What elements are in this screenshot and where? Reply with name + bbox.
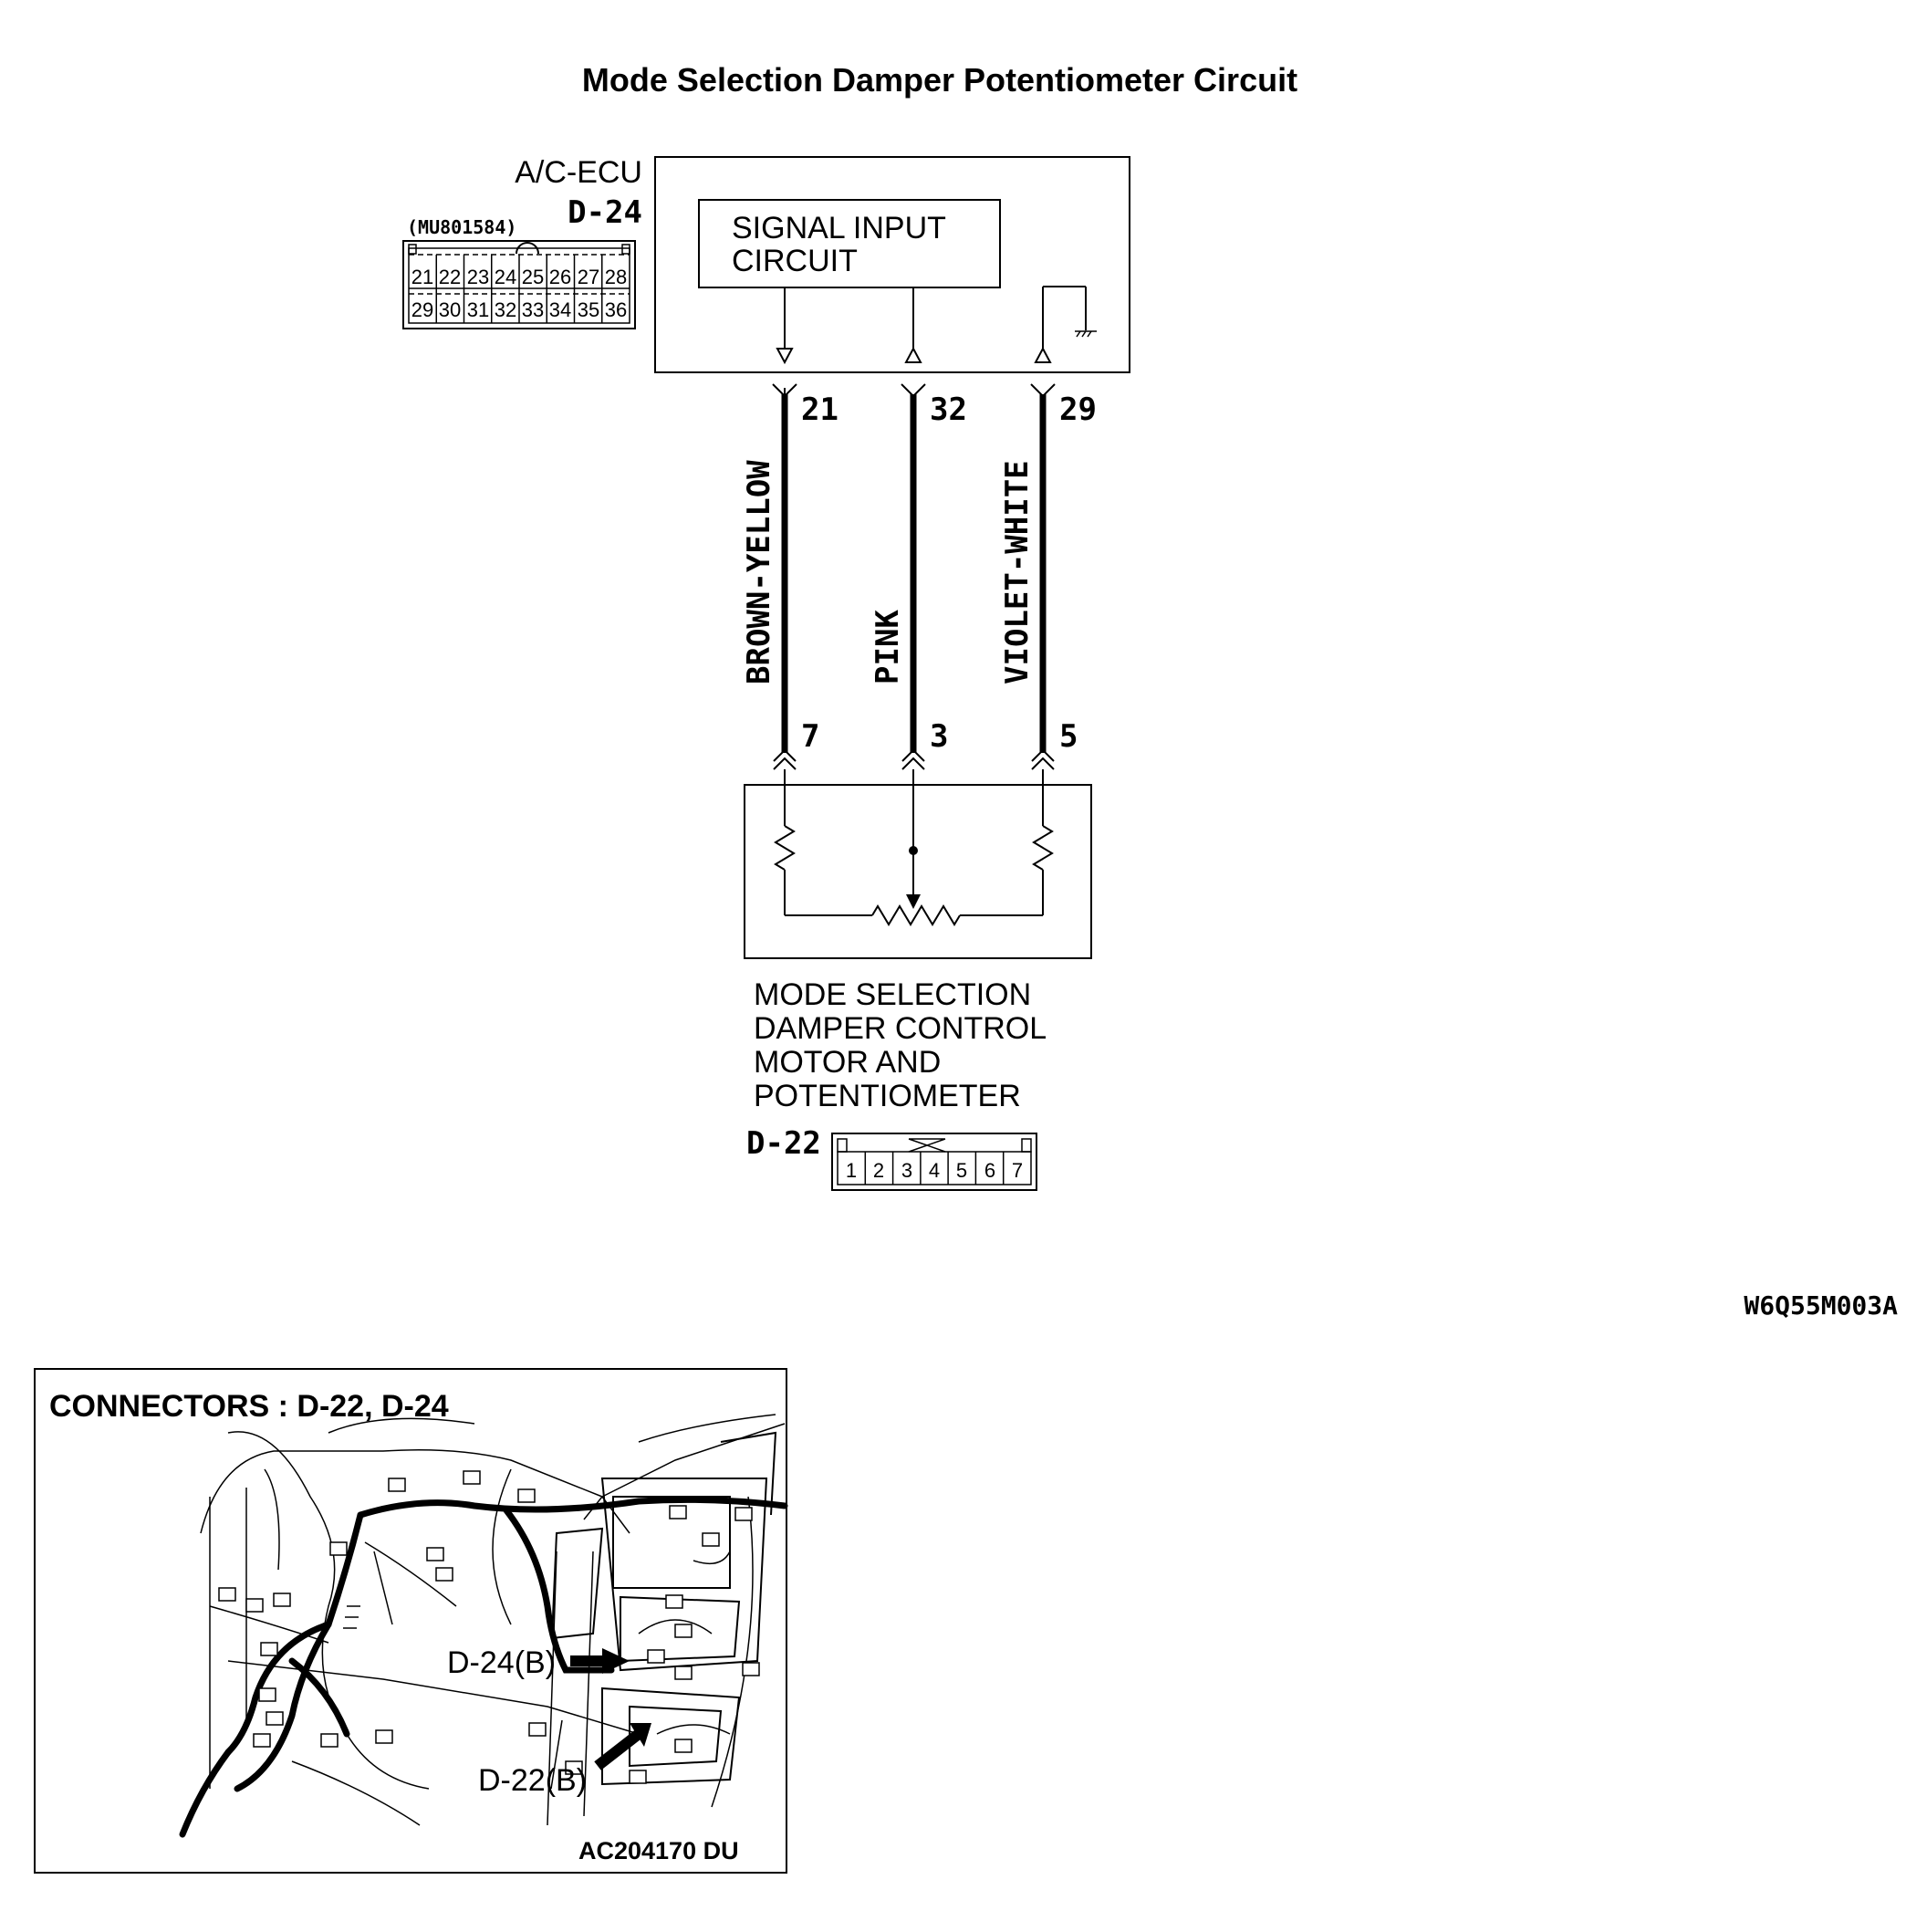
device-pin: 1 <box>846 1159 857 1182</box>
panel-code: AC204170 DU <box>578 1837 739 1864</box>
ecu-pin: 34 <box>549 298 571 321</box>
ecu-pin: 33 <box>522 298 544 321</box>
ecu-pin: 31 <box>467 298 489 321</box>
ecu-pin: 36 <box>605 298 627 321</box>
device-connector-face: 1 2 3 4 5 6 7 <box>831 1133 1037 1191</box>
device-label-line: MODE SELECTION <box>754 977 1031 1012</box>
ecu-box <box>654 156 1130 373</box>
wire-device-pin: 5 <box>1059 718 1078 755</box>
connectors-panel-title: CONNECTORS : D-22, D-24 <box>49 1389 449 1424</box>
ecu-name: A/C-ECU <box>515 155 642 190</box>
ecu-pin: 29 <box>411 298 433 321</box>
ecu-pin: 25 <box>522 266 544 288</box>
potentiometer-box <box>744 784 1092 959</box>
ecu-pin: 26 <box>549 266 571 288</box>
device-pin: 7 <box>1012 1159 1023 1182</box>
ecu-pin: 30 <box>439 298 461 321</box>
ecu-pin: 24 <box>495 266 516 288</box>
wire-color-label: PINK <box>870 610 906 684</box>
ecu-part-number: (MU801584) <box>407 216 516 238</box>
device-label-line: DAMPER CONTROL <box>754 1011 1047 1046</box>
ecu-pin: 32 <box>495 298 516 321</box>
page-title: Mode Selection Damper Potentiometer Circ… <box>582 61 1297 99</box>
wire-ecu-pin: 32 <box>930 392 967 428</box>
dashboard-harness-illustration <box>179 1414 788 1838</box>
device-pin: 6 <box>984 1159 995 1182</box>
device-label-line: POTENTIOMETER <box>754 1079 1021 1113</box>
device-pin: 4 <box>929 1159 940 1182</box>
connectors-panel <box>34 1368 787 1874</box>
callout-d22: D-22(B) <box>478 1763 587 1798</box>
wiper-arrow-icon <box>906 894 921 909</box>
wire-harness <box>772 383 1056 770</box>
wire-color-label: BROWN-YELLOW <box>741 460 777 684</box>
junction-dot <box>909 846 918 855</box>
ecu-pin: 28 <box>605 266 627 288</box>
potentiometer-icon <box>774 769 1054 926</box>
signal-block-line: SIGNAL INPUT <box>732 211 946 245</box>
device-label-line: MOTOR AND <box>754 1045 941 1080</box>
ecu-pin: 22 <box>439 266 461 288</box>
signal-input-circuit-block <box>698 199 1001 288</box>
wire-ecu-pin: 21 <box>801 392 839 428</box>
wire-device-pin: 7 <box>801 718 819 755</box>
device-connector-id: D-22 <box>746 1125 821 1162</box>
callout-d24: D-24(B) <box>447 1645 556 1680</box>
wire-device-pin: 3 <box>930 718 948 755</box>
signal-block-line: CIRCUIT <box>732 244 858 278</box>
ecu-pin: 23 <box>467 266 489 288</box>
ground-icon <box>1075 330 1097 338</box>
ecu-pin: 35 <box>578 298 599 321</box>
wire-ecu-pin: 29 <box>1059 392 1097 428</box>
device-pin: 5 <box>956 1159 967 1182</box>
ecu-internal-leads <box>776 286 1087 365</box>
ecu-pin: 21 <box>411 266 433 288</box>
ecu-connector-id: D-24 <box>568 194 642 231</box>
device-pin: 2 <box>873 1159 884 1182</box>
ecu-connector-face: 21 22 23 24 25 26 27 28 29 30 31 32 33 3… <box>402 240 636 329</box>
figure-code: W6Q55M003A <box>1744 1290 1898 1321</box>
ecu-pin: 27 <box>578 266 599 288</box>
device-pin: 3 <box>901 1159 912 1182</box>
wire-color-label: VIOLET-WHITE <box>999 460 1036 684</box>
